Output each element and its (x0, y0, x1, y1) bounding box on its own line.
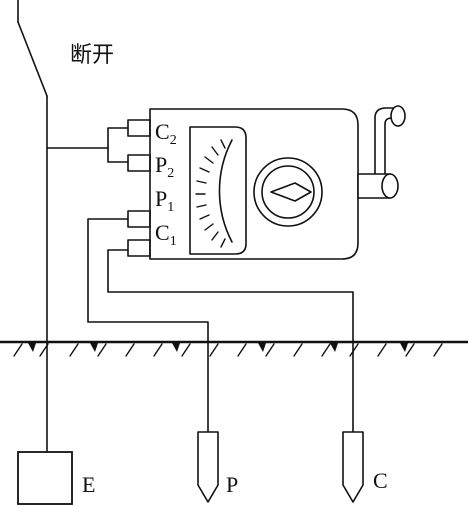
terminal-label-p2: P2 (155, 152, 174, 181)
open-switch-blade (17, 21, 48, 97)
wire-p1-to-electrode-p (87, 218, 209, 432)
terminal-label-c1: C1 (155, 220, 177, 249)
electrode-e (17, 451, 73, 505)
electrode-label-c: C (373, 468, 388, 493)
bracket-c2-p2 (107, 127, 129, 163)
range-knob (253, 157, 323, 227)
wire-c1-to-electrode-c (107, 249, 354, 432)
terminal-c1 (127, 239, 151, 257)
switch-label: 断开 (70, 42, 114, 67)
dial-scale-arc (218, 139, 233, 243)
ground-hatching (13, 343, 443, 357)
tester-body (149, 108, 359, 260)
electrode-label-p: P (226, 472, 238, 497)
dial-window (189, 126, 247, 255)
knob-pointer-icon (270, 182, 312, 202)
electrode-label-e: E (82, 472, 95, 497)
terminal-c2 (127, 119, 151, 137)
terminal-label-c2: C2 (155, 119, 177, 148)
terminal-label-p1: P1 (155, 186, 174, 215)
dial-scale-ticks (195, 139, 226, 248)
electrode-p-spike (197, 431, 219, 503)
terminal-p1 (127, 210, 151, 228)
hand-crank (357, 105, 406, 199)
terminal-p2 (127, 154, 151, 172)
electrode-c-spike (342, 431, 364, 503)
ground-tufts (28, 343, 408, 352)
